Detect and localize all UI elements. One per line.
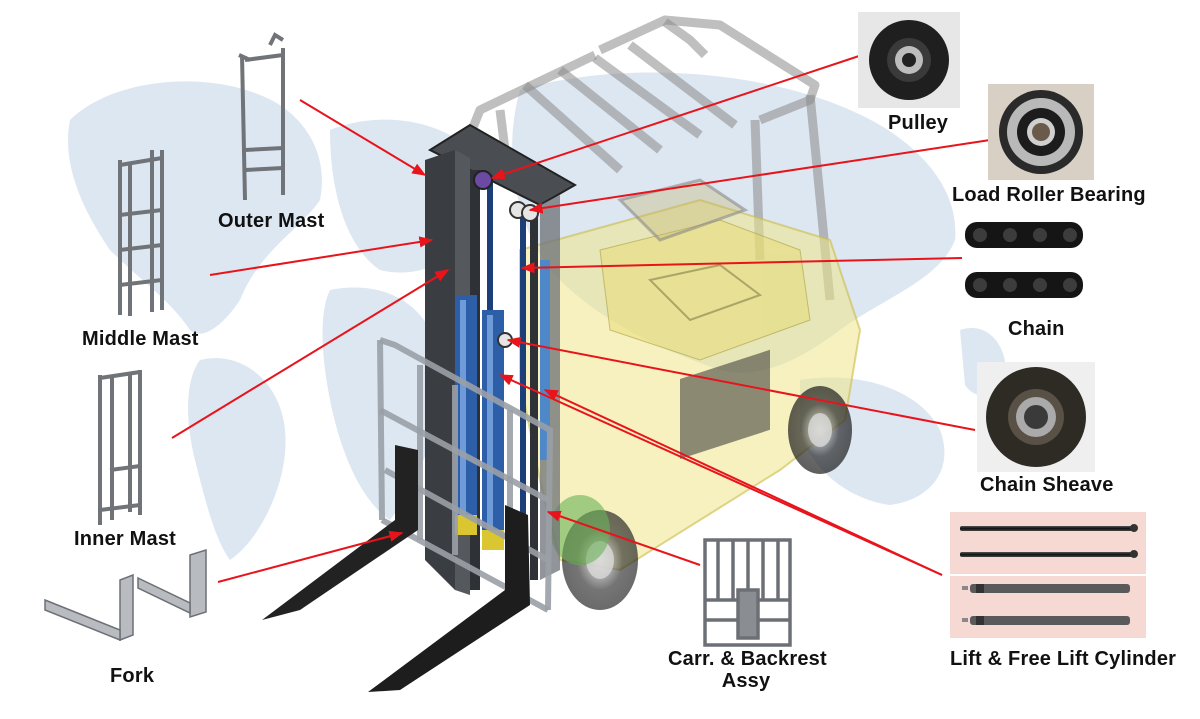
label-inner-mast: Inner Mast (74, 528, 177, 550)
forks (262, 445, 530, 692)
outer-mast-thumbnail (238, 32, 285, 201)
lift-cylinders (455, 260, 550, 550)
label-outer-mast: Outer Mast (218, 210, 325, 232)
chain-sheave-photo (977, 362, 1095, 472)
bearing-icon (999, 90, 1083, 174)
fork-thumbnail (44, 548, 207, 642)
label-fork: Fork (110, 665, 155, 687)
label-lift-cylinder: Lift & Free Lift Cylinder (950, 648, 1177, 670)
label-carriage-backrest: Carr. & Backrest Assy (668, 648, 827, 692)
carriage-thumbnail (703, 538, 792, 647)
lift-cylinder-photo-bottom (950, 576, 1146, 638)
lift-cylinder-photo-top (950, 512, 1146, 574)
sheave-icon (986, 367, 1086, 467)
label-middle-mast: Middle Mast (82, 328, 199, 350)
cylinder-icon (962, 584, 1130, 625)
load-roller-bearing-photo (988, 84, 1094, 180)
label-chain: Chain (1008, 318, 1065, 340)
chain-photos (965, 222, 1083, 298)
leader-lines (171, 54, 991, 583)
label-pulley: Pulley (888, 112, 949, 134)
rod-icon (960, 524, 1138, 558)
pulley-icon (869, 20, 949, 100)
label-chain-sheave: Chain Sheave (980, 474, 1114, 496)
label-carriage-backrest-line2: Assy (721, 670, 771, 692)
inner-mast-thumbnail (98, 370, 142, 525)
label-carriage-backrest-line1: Carr. & Backrest (668, 648, 827, 670)
forklift-body (519, 178, 862, 610)
middle-mast-thumbnail (118, 150, 164, 316)
mast-assembly (425, 123, 578, 595)
label-load-roller-bearing: Load Roller Bearing (952, 184, 1146, 206)
pulley-photo (858, 12, 960, 108)
